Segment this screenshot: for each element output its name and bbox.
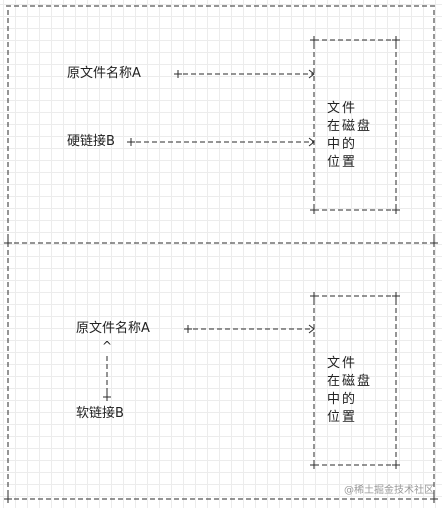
bottom-arrow-original — [184, 324, 315, 334]
bottom-softlink-label: 软链接B — [76, 406, 124, 421]
bottom-caret: ^ — [102, 339, 113, 353]
top-arrow-hardlink — [127, 137, 315, 147]
top-box-text: 文件 在磁盘 中的 位置 — [327, 101, 373, 170]
top-hardlink-label: 硬链接B — [67, 134, 115, 149]
top-original-file-label: 原文件名称A — [67, 66, 141, 81]
bottom-symlink-pointer — [103, 356, 111, 401]
frame-corner-plus — [4, 239, 438, 503]
bottom-original-file-label: 原文件名称A — [76, 321, 150, 336]
top-arrow-original — [174, 69, 315, 79]
top-file-box — [310, 36, 400, 214]
watermark: @稀土掘金技术社区 — [344, 485, 434, 496]
bottom-box-text: 文件 在磁盘 中的 位置 — [327, 356, 373, 425]
bottom-file-box — [310, 292, 400, 469]
